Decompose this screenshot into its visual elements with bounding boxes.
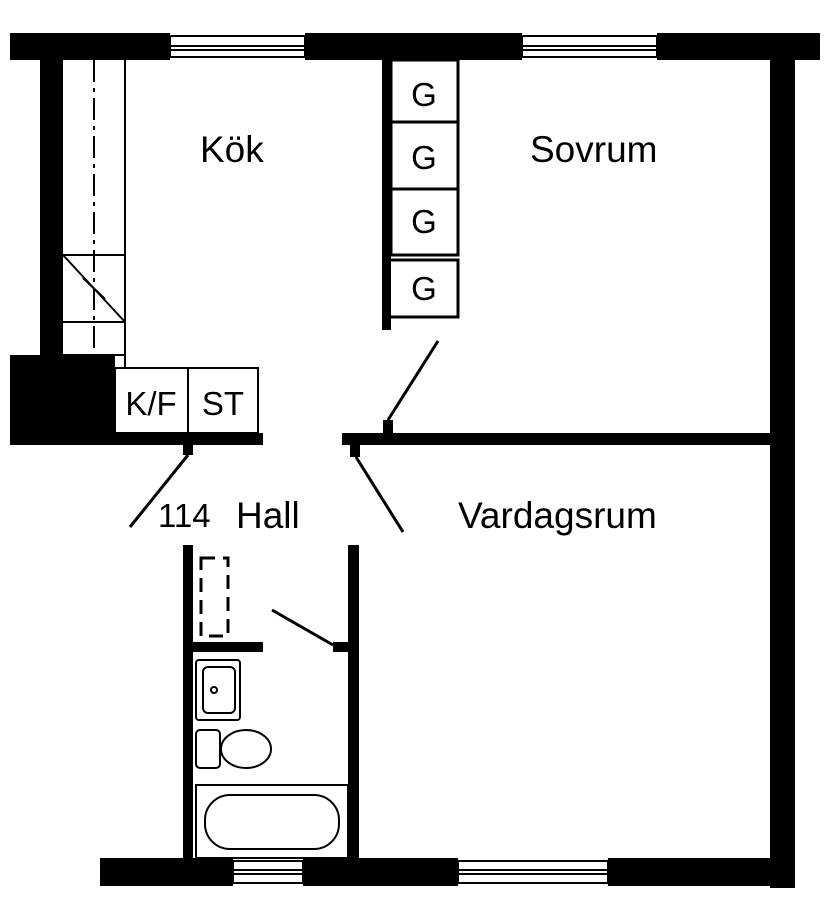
wardrobe-label-1: G: [411, 76, 437, 113]
exterior-walls: [10, 33, 820, 888]
door-swings: [128, 340, 440, 647]
wardrobes: G G G G: [382, 58, 460, 319]
window-bottom-right: [457, 860, 609, 884]
windows: [169, 35, 658, 884]
room-number-hall: 114: [158, 497, 211, 534]
room-label-living: Vardagsrum: [458, 495, 657, 536]
door-bedroom: [386, 340, 440, 421]
fridge-label: K/F: [125, 385, 176, 422]
bathroom-fixtures: [195, 659, 349, 859]
room-labels: Kök Sovrum 114 Hall Vardagsrum: [158, 129, 657, 536]
kitchen-counter: [62, 60, 126, 433]
door-living: [354, 456, 405, 533]
tap-mark: [82, 277, 106, 300]
stove-label: ST: [202, 385, 244, 422]
wardrobe-label-2: G: [411, 139, 437, 176]
stove-box: [187, 367, 259, 434]
wardrobe-label-4: G: [411, 270, 437, 307]
wardrobe-label-3: G: [411, 203, 437, 240]
bathtub: [195, 784, 349, 859]
interior-walls: [10, 60, 795, 860]
door-kitchen: [128, 454, 190, 528]
door-bathroom: [271, 608, 334, 647]
window-top-left: [169, 35, 306, 58]
window-bottom-left: [232, 860, 304, 884]
room-label-kitchen: Kök: [200, 129, 264, 170]
room-label-bedroom: Sovrum: [530, 129, 657, 170]
window-top-right: [521, 35, 658, 58]
room-label-hall: Hall: [236, 495, 300, 536]
hall-closet: [199, 556, 230, 638]
appliances: K/F ST: [114, 367, 259, 434]
washbasin: [195, 659, 241, 721]
toilet: [195, 729, 272, 769]
